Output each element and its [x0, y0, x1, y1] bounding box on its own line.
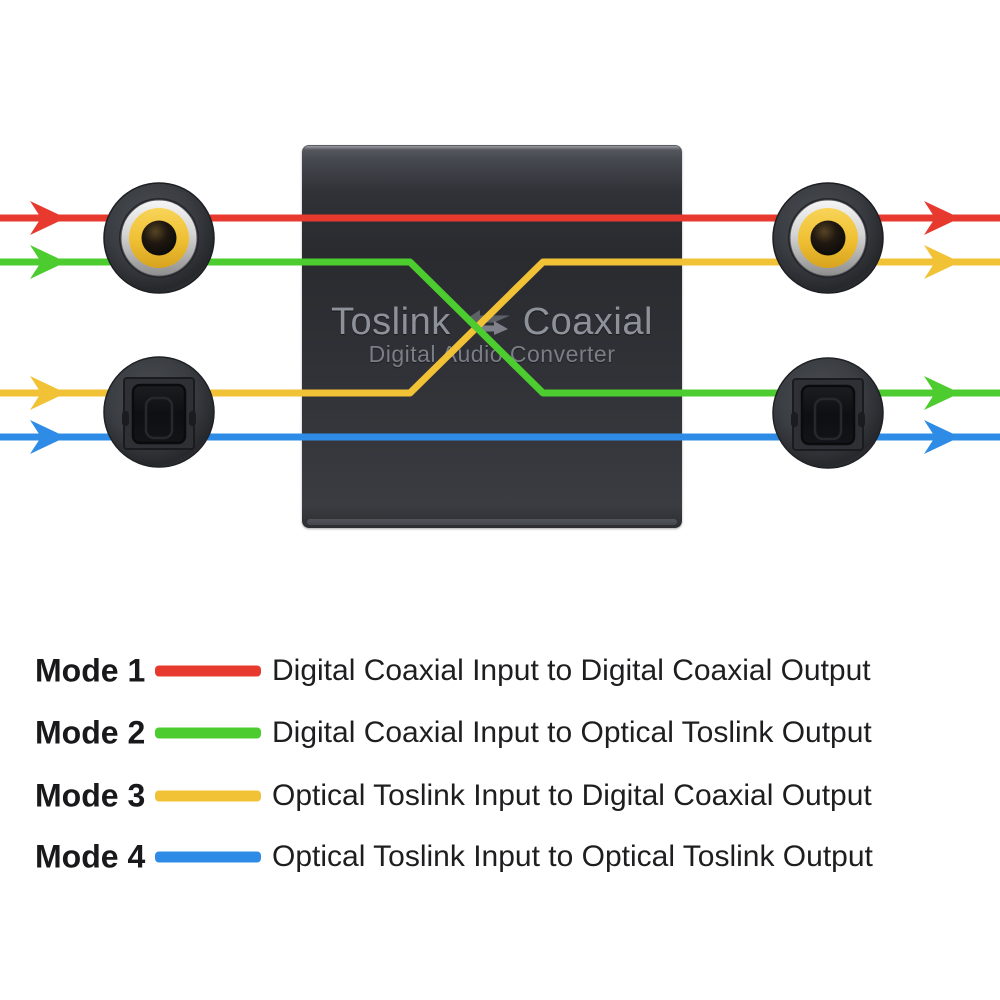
mode4-description: Optical Toslink Input to Optical Toslink… — [272, 840, 873, 873]
mode3-description: Optical Toslink Input to Digital Coaxial… — [272, 779, 872, 812]
mode2-label: Mode 2 — [35, 714, 146, 751]
box-top-highlight — [304, 146, 680, 150]
swap-arrows-icon — [465, 310, 510, 335]
yellow-input-arrow-icon — [30, 376, 66, 410]
device-title-left: Toslink — [331, 300, 451, 343]
mode3-color-swatch — [155, 790, 261, 802]
box-bottom-edge — [307, 519, 677, 525]
mode2-description: Digital Coaxial Input to Optical Toslink… — [272, 716, 872, 749]
mode1-label: Mode 1 — [35, 652, 146, 689]
green-output-arrow-icon — [924, 376, 960, 410]
toslink-input-port — [103, 356, 215, 468]
mode1-description: Digital Coaxial Input to Digital Coaxial… — [272, 654, 871, 687]
device-title: Toslink Coaxial — [302, 300, 682, 344]
legend-row-mode4: Mode 4 Optical Toslink Input to Optical … — [0, 834, 1000, 880]
device-subtitle: Digital Audio Converter — [368, 341, 616, 367]
blue-output-arrow-icon — [924, 420, 960, 454]
legend-row-mode1: Mode 1 Digital Coaxial Input to Digital … — [0, 648, 1000, 694]
red-output-arrow-icon — [924, 201, 960, 235]
green-input-arrow-icon — [30, 245, 66, 279]
coaxial-output-port — [772, 182, 884, 294]
blue-input-arrow-icon — [30, 420, 66, 454]
toslink-output-port — [772, 357, 884, 469]
legend-row-mode2: Mode 2 Digital Coaxial Input to Optical … — [0, 710, 1000, 756]
mode4-color-swatch — [155, 851, 261, 863]
mode1-color-swatch — [155, 665, 261, 677]
legend-row-mode3: Mode 3 Optical Toslink Input to Digital … — [0, 773, 1000, 819]
yellow-output-arrow-icon — [924, 245, 960, 279]
coaxial-input-port — [103, 182, 215, 294]
mode4-label: Mode 4 — [35, 838, 146, 875]
red-input-arrow-icon — [30, 201, 66, 235]
device-title-right: Coaxial — [522, 300, 653, 343]
mode3-label: Mode 3 — [35, 777, 146, 814]
mode2-color-swatch — [155, 727, 261, 739]
